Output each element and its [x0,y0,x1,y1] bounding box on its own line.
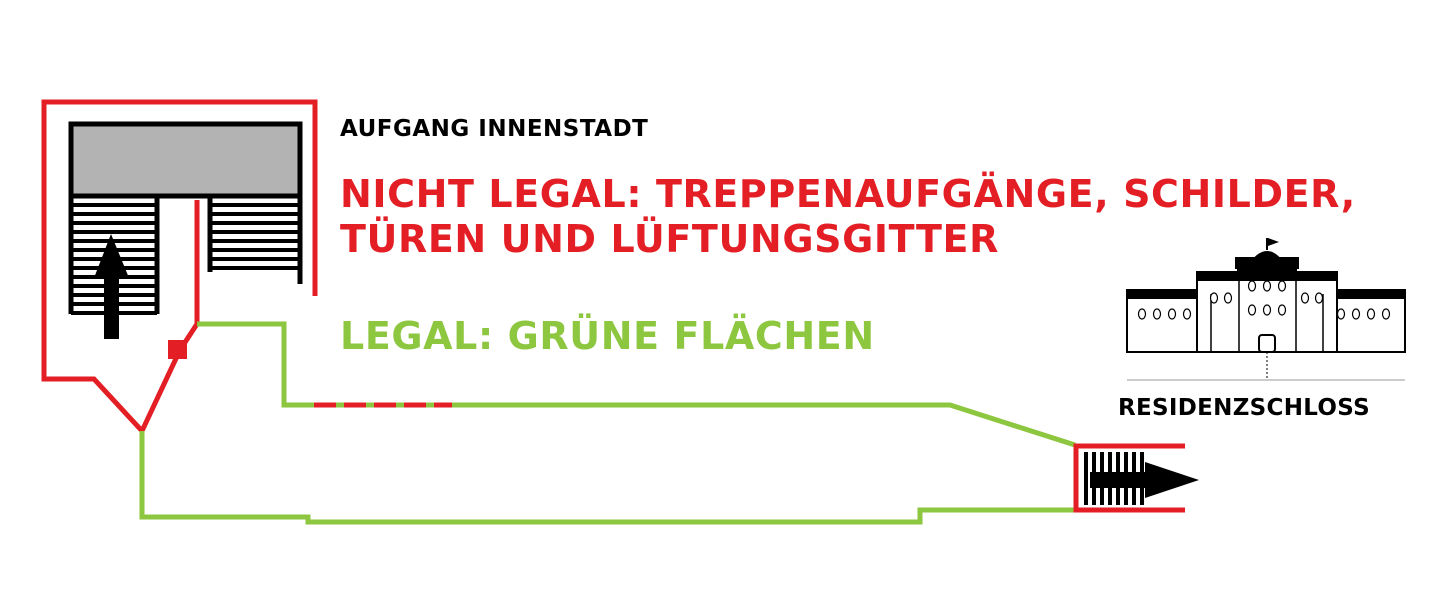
window-icon [1209,292,1219,304]
not-legal-label-line-1: NICHT LEGAL: TREPPENAUFGÄNGE, SCHILDER, [340,172,1356,216]
palace-building-icon [1126,238,1406,381]
window-icon [1314,292,1324,304]
window-icon [1381,308,1391,320]
illegal-marker [168,340,187,359]
stairs-up-arrow-icon [68,121,303,339]
window-icon [1152,308,1162,320]
window-icon [1336,308,1346,320]
legal-route-upper [197,321,1076,448]
window-icon [1351,308,1361,320]
palace-label: RESIDENZSCHLOSS [1118,395,1370,421]
not-legal-label: NICHT LEGAL: TREPPENAUFGÄNGE, SCHILDER, … [340,172,1356,262]
window-icon [1247,304,1257,316]
window-icon [1247,280,1257,292]
window-icon [1277,304,1287,316]
window-icon [1366,308,1376,320]
window-icon [1137,308,1147,320]
legal-route-lower [139,431,1075,525]
illegal-entrance-outline [41,99,318,436]
legal-label: LEGAL: GRÜNE FLÄCHEN [340,314,875,358]
stairs-right-arrow-icon [1073,443,1199,513]
window-icon [1223,292,1233,304]
not-legal-label-line-2: TÜREN UND LÜFTUNGSGITTER [340,217,999,261]
entrance-label: AUFGANG INNENSTADT [340,116,649,142]
window-icon [1300,292,1310,304]
window-icon [1167,308,1177,320]
window-icon [1277,280,1287,292]
window-icon [1262,280,1272,292]
window-icon [1182,308,1192,320]
window-icon [1262,304,1272,316]
